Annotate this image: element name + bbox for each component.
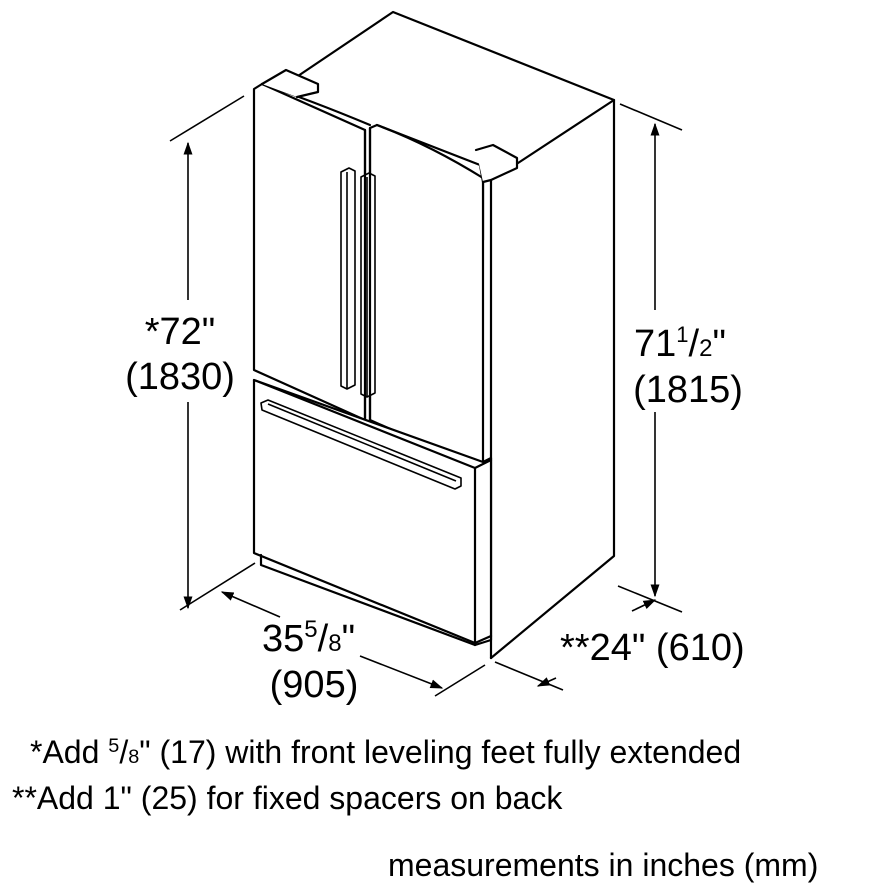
extension-line-top xyxy=(169,95,245,142)
extension-line-right xyxy=(434,664,486,697)
height-label-inches: *72" xyxy=(145,311,216,353)
cabinet-top xyxy=(293,10,616,167)
width-label-mm: (905) xyxy=(270,664,359,706)
depth-dimension: **24" (610) xyxy=(494,585,745,691)
extension-line-bottom xyxy=(179,562,256,611)
extension-line-top-right xyxy=(619,103,683,131)
height-dimension-left: *72" (1830) xyxy=(125,95,256,611)
units-note: measurements in inches (mm) xyxy=(388,847,819,883)
footnote-leveling-feet: *Add 5/8" (17) with front leveling feet … xyxy=(30,734,742,770)
width-label-inches: 355/8" xyxy=(262,616,355,660)
cabinet-height-label-mm: (1815) xyxy=(633,369,743,411)
right-door-handle xyxy=(360,172,376,398)
right-hinge-cap xyxy=(474,143,519,184)
width-dimension: 355/8" (905) xyxy=(220,591,486,706)
depth-label: **24" (610) xyxy=(560,627,745,669)
left-french-door xyxy=(252,68,372,422)
height-label-mm: (1830) xyxy=(125,356,235,398)
left-door-handle xyxy=(340,167,356,390)
extension-line-back xyxy=(617,585,683,613)
cabinet-height-label-inches: 711/2" xyxy=(634,322,726,365)
base-kick-plate xyxy=(259,553,493,647)
footnote-spacers: **Add 1" (25) for fixed spacers on back xyxy=(12,780,563,816)
height-dimension-right: 711/2" (1815) xyxy=(619,103,743,598)
cabinet-right-side xyxy=(489,98,616,660)
freezer-drawer xyxy=(252,378,493,647)
left-hinge-cap xyxy=(260,68,320,99)
footnote-marker: * xyxy=(30,734,43,770)
footnote-marker: ** xyxy=(12,780,37,816)
right-french-door xyxy=(360,123,519,472)
extension-line-front xyxy=(494,661,564,691)
